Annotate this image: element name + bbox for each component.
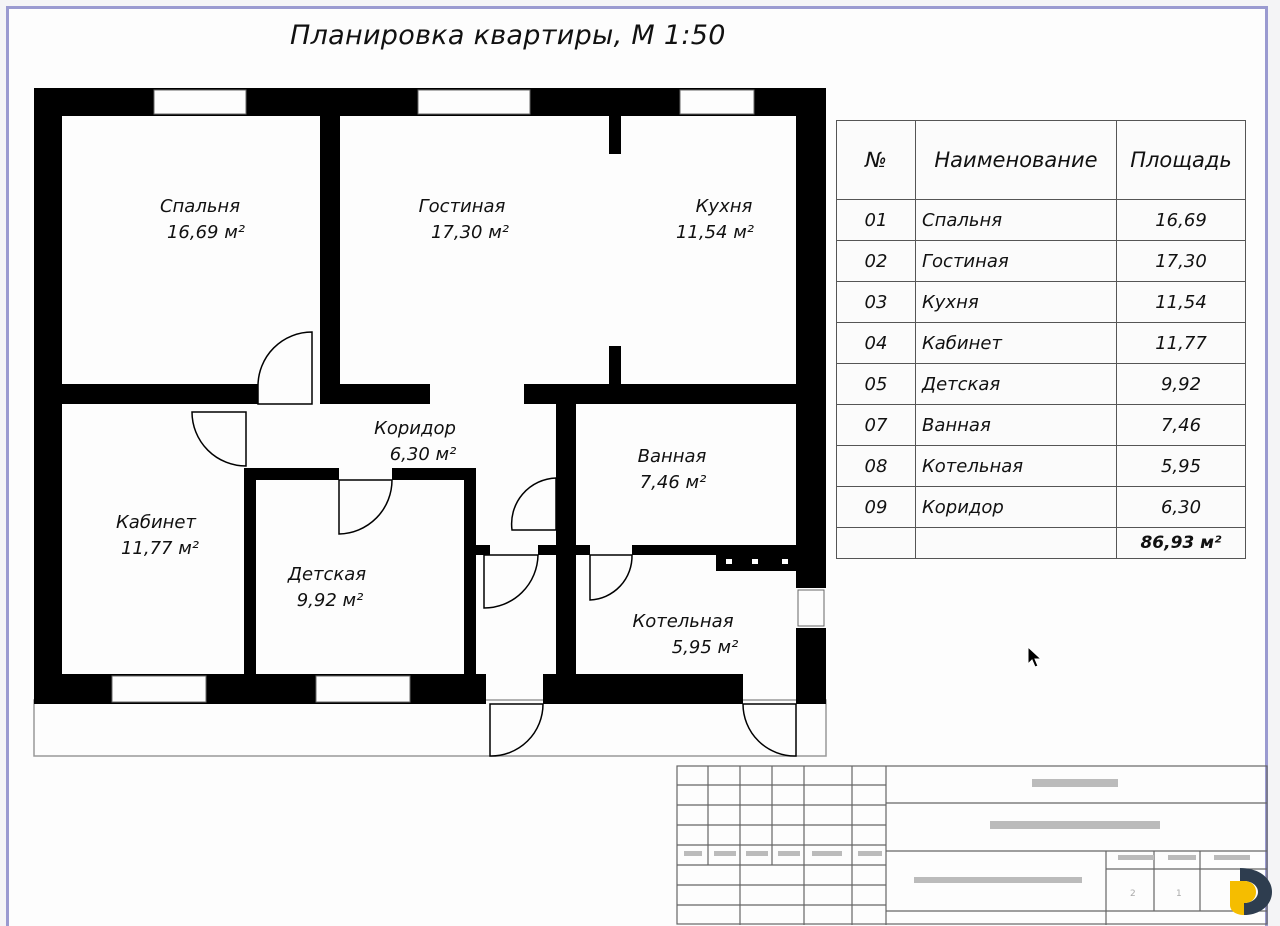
floor-plan: Спальня 16,69 м² Гостиная 17,30 м² Кухня 11,5… — [33, 88, 827, 757]
row-number: 07 — [836, 404, 916, 446]
room-name-koridor: Коридор — [374, 418, 456, 439]
row-area: 16,69 — [1116, 199, 1246, 241]
svg-text:1: 1 — [1176, 889, 1182, 899]
walls — [34, 88, 826, 704]
row-name: Ванная — [915, 404, 1117, 446]
title-block: 2 1 — [676, 765, 1268, 925]
svg-text:2: 2 — [1130, 889, 1136, 899]
row-area: 7,46 — [1116, 404, 1246, 446]
room-area-detskaya: 9,92 м² — [297, 590, 364, 611]
row-name: Кабинет — [915, 322, 1117, 364]
brand-logo-icon — [1230, 868, 1272, 915]
header-name: Наименование — [915, 120, 1117, 200]
row-name: Гостиная — [915, 240, 1117, 282]
row-number: 08 — [836, 445, 916, 487]
row-area: 17,30 — [1116, 240, 1246, 282]
row-number: 02 — [836, 240, 916, 282]
row-number: 04 — [836, 322, 916, 364]
room-area-vannaya: 7,46 м² — [640, 472, 707, 493]
room-area-kukhnya: 11,54 м² — [676, 222, 754, 243]
room-name-kabinet: Кабинет — [116, 512, 196, 533]
row-area: 9,92 — [1116, 363, 1246, 405]
header-area: Площадь — [1116, 120, 1246, 200]
row-number: 03 — [836, 281, 916, 323]
drawing-title: Планировка квартиры, М 1:50 — [290, 20, 726, 51]
table-total-row: 86,93 м² — [836, 527, 1246, 559]
row-area: 5,95 — [1116, 445, 1246, 487]
row-name: Кухня — [915, 281, 1117, 323]
row-name: Коридор — [915, 486, 1117, 528]
room-area-kotelnaya: 5,95 м² — [672, 637, 739, 658]
room-name-gostinaya: Гостиная — [419, 196, 506, 217]
mouse-cursor-icon — [1027, 646, 1043, 668]
room-name-kukhnya: Кухня — [696, 196, 753, 217]
row-number: 05 — [836, 363, 916, 405]
room-labels: Спальня 16,69 м² Гостиная 17,30 м² Кухня 11,5… — [116, 196, 754, 658]
room-name-detskaya: Детская — [287, 564, 366, 585]
row-area: 11,54 — [1116, 281, 1246, 323]
row-number: 01 — [836, 199, 916, 241]
header-number: № — [836, 120, 916, 200]
row-name: Детская — [915, 363, 1117, 405]
row-area: 11,77 — [1116, 322, 1246, 364]
windows — [111, 89, 825, 703]
room-name-vannaya: Ванная — [638, 446, 707, 467]
total-area: 86,93 м² — [1116, 527, 1246, 559]
doors — [191, 331, 797, 757]
room-area-gostinaya: 17,30 м² — [431, 222, 509, 243]
room-name-kotelnaya: Котельная — [632, 611, 733, 632]
row-name: Спальня — [915, 199, 1117, 241]
row-number: 09 — [836, 486, 916, 528]
table-header-row: № Наименование Площадь — [836, 120, 1246, 200]
room-area-koridor: 6,30 м² — [390, 444, 457, 465]
room-name-spalnya: Спальня — [160, 196, 240, 217]
row-area: 6,30 — [1116, 486, 1246, 528]
room-area-spalnya: 16,69 м² — [167, 222, 245, 243]
row-name: Котельная — [915, 445, 1117, 487]
room-area-kabinet: 11,77 м² — [121, 538, 199, 559]
